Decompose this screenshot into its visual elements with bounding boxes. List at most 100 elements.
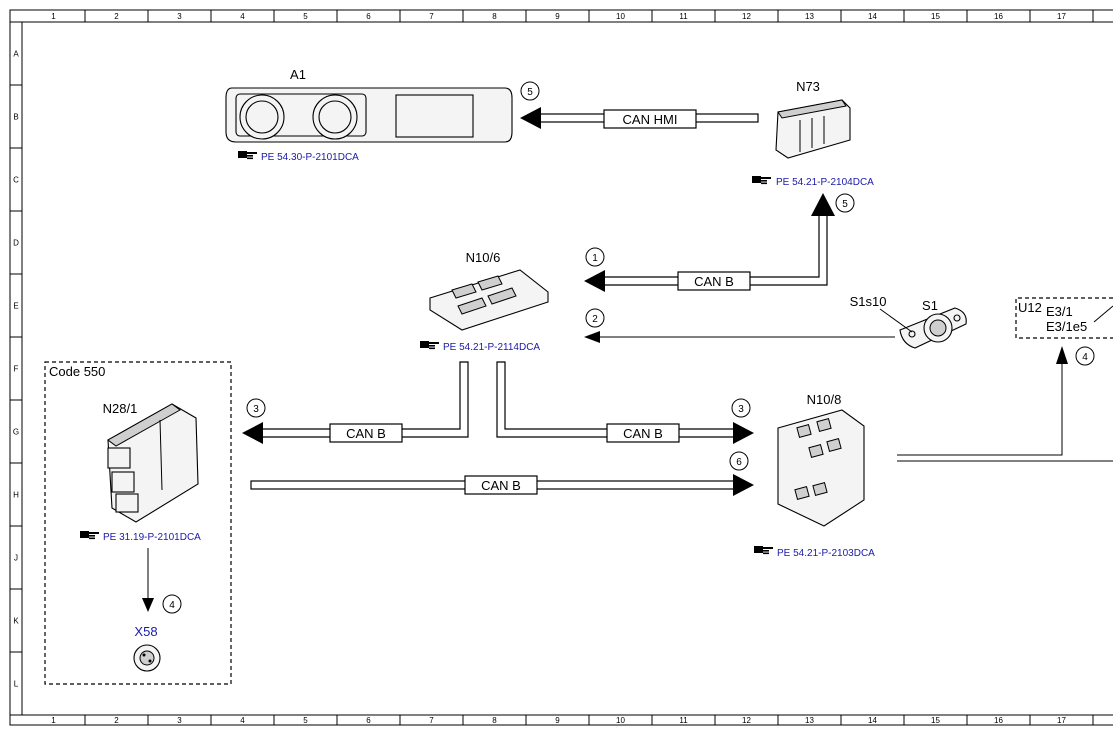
grid-column-label: 16	[994, 716, 1003, 725]
callout-1: 1	[585, 247, 605, 267]
u12-group[interactable]: U12 E3/1 E3/1e5	[1015, 297, 1113, 339]
a1-label: A1	[290, 67, 306, 82]
sam-control-unit-n10-8[interactable]	[777, 409, 865, 527]
can-b-right-label: CAN B	[623, 426, 663, 441]
grid-column-label: 8	[492, 12, 497, 21]
s1-label: S1	[922, 298, 938, 313]
grid-column-label: 11	[679, 12, 688, 21]
n10-6-reference-text: PE 54.21-P-2114DCA	[443, 342, 540, 353]
callout-4-u12: 4	[1075, 346, 1095, 366]
can-b-bus-left[interactable]: CAN B	[242, 361, 469, 444]
n10-8-reference-text: PE 54.21-P-2103DCA	[777, 548, 875, 559]
grid-column-label: 10	[616, 12, 625, 21]
can-hmi-label: CAN HMI	[623, 112, 678, 127]
grid-column-label: 13	[805, 12, 814, 21]
grid-row-label: F	[14, 365, 19, 374]
grid-row-label: K	[13, 617, 19, 626]
grid-row-label: L	[14, 680, 19, 689]
callout-2: 2	[585, 308, 605, 328]
pointing-hand-icon	[80, 531, 99, 540]
sam-control-unit-n10-6[interactable]	[429, 269, 549, 331]
grid-column-label: 3	[177, 716, 182, 725]
grid-column-label: 9	[555, 716, 560, 725]
grid-row-label: D	[13, 239, 19, 248]
n28-1-reference[interactable]: PE 31.19-P-2101DCA	[80, 531, 201, 543]
n28-1-to-x58-line[interactable]	[142, 548, 154, 612]
n28-1-label: N28/1	[103, 401, 138, 416]
svg-text:4: 4	[1082, 352, 1088, 363]
grid-column-label: 4	[240, 716, 245, 725]
pointing-hand-icon	[754, 546, 773, 555]
svg-text:2: 2	[592, 314, 598, 325]
light-switch-s1[interactable]	[899, 307, 967, 349]
svg-text:1: 1	[592, 253, 598, 264]
u12-label: U12	[1018, 300, 1042, 315]
e3-1-label: E3/1	[1046, 304, 1073, 319]
n10-6-reference[interactable]: PE 54.21-P-2114DCA	[420, 341, 540, 353]
grid-column-label: 3	[177, 12, 182, 21]
grid-column-label: 1	[51, 716, 56, 725]
instrument-cluster-a1[interactable]	[225, 87, 513, 143]
ezs-control-unit-n73[interactable]	[775, 99, 851, 159]
n73-label: N73	[796, 79, 820, 94]
callout-3-left: 3	[246, 398, 266, 418]
grid-column-label: 6	[366, 12, 371, 21]
n73-reference-text: PE 54.21-P-2104DCA	[776, 177, 874, 188]
grid-column-label: 9	[555, 12, 560, 21]
svg-text:3: 3	[253, 404, 259, 415]
grid-column-label: 17	[1057, 716, 1066, 725]
pointing-hand-icon	[752, 176, 771, 185]
grid-column-label: 15	[931, 12, 940, 21]
grid-column-label: 10	[616, 716, 625, 725]
grid-row-label: H	[13, 491, 19, 500]
grid-column-label: 14	[868, 12, 877, 21]
can-b-bus-n73[interactable]: CAN B	[584, 193, 835, 292]
code-550-box	[44, 361, 232, 685]
grid-column-label: 11	[679, 716, 688, 725]
s1s10-label: S1s10	[850, 294, 887, 309]
trailer-socket-x58[interactable]	[133, 644, 161, 672]
grid-column-label: 4	[240, 12, 245, 21]
grid-column-label: 12	[742, 12, 751, 21]
grid-row-label: E	[13, 302, 18, 311]
can-hmi-bus[interactable]: CAN HMI	[520, 107, 759, 129]
svg-text:4: 4	[169, 600, 175, 611]
frame	[9, 9, 1113, 726]
can-b-n73-label: CAN B	[694, 274, 734, 289]
svg-text:5: 5	[842, 199, 848, 210]
n73-reference[interactable]: PE 54.21-P-2104DCA	[752, 176, 874, 188]
grid-column-label: 17	[1057, 12, 1066, 21]
grid-column-label: 5	[303, 12, 308, 21]
grid-column-label: 2	[114, 716, 119, 725]
grid-column-label: 12	[742, 716, 751, 725]
grid-column-label: 8	[492, 716, 497, 725]
callout-5-top: 5	[520, 81, 540, 101]
pointing-hand-icon	[420, 341, 439, 350]
grid-column-label: 7	[429, 12, 434, 21]
grid-column-label: 15	[931, 716, 940, 725]
s1-signal-line[interactable]	[584, 331, 895, 343]
can-b-bus-right[interactable]: CAN B	[496, 361, 754, 444]
grid-row-label: J	[14, 554, 18, 563]
n10-8-reference[interactable]: PE 54.21-P-2103DCA	[754, 546, 875, 559]
a1-reference-text: PE 54.30-P-2101DCA	[261, 152, 359, 163]
grid-row-label: B	[13, 113, 18, 122]
a1-reference[interactable]: PE 54.30-P-2101DCA	[238, 151, 359, 163]
svg-text:5: 5	[527, 87, 533, 98]
grid-column-label: 7	[429, 716, 434, 725]
can-b-bus-bottom[interactable]: CAN B	[250, 474, 754, 496]
grid-column-label: 1	[51, 12, 56, 21]
grid-column-label: 14	[868, 716, 877, 725]
e3-1e5-label: E3/1e5	[1046, 319, 1087, 334]
grid-column-label: 13	[805, 716, 814, 725]
grid-row-label: G	[13, 428, 19, 437]
svg-text:6: 6	[736, 457, 742, 468]
trailer-recognition-n28-1[interactable]	[107, 403, 199, 523]
code-550-label: Code 550	[49, 364, 105, 379]
n10-8-to-u12-line[interactable]	[897, 346, 1113, 462]
n28-1-reference-text: PE 31.19-P-2101DCA	[103, 532, 201, 543]
x58-label: X58	[134, 624, 157, 639]
